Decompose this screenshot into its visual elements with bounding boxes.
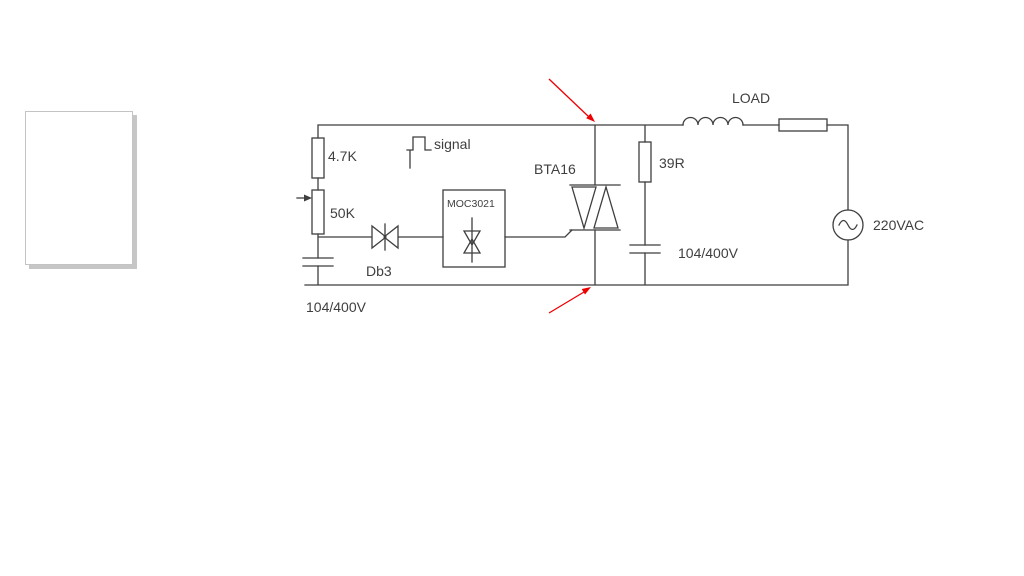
- label-potentiometer-50k: 50K: [330, 205, 356, 221]
- component-labels: 4.7K 50K signal MOC3021 Db3 BTA16 104/40…: [306, 90, 924, 315]
- label-ac-source-220vac: 220VAC: [873, 217, 924, 233]
- diac-db3-triangle-left: [382, 224, 399, 250]
- triac-triangle-down: [571, 186, 597, 231]
- moc3021-box: [442, 189, 506, 268]
- snubber-capacitor-plates: [629, 244, 661, 254]
- triac-triangle-up: [593, 184, 619, 229]
- label-snubber-capacitor: 104/400V: [678, 245, 739, 261]
- label-capacitor-left: 104/400V: [306, 299, 367, 315]
- red-arrow-bottom-line: [548, 291, 585, 314]
- label-moc3021: MOC3021: [447, 198, 495, 210]
- label-load: LOAD: [732, 90, 770, 106]
- capacitor-left-plates: [302, 257, 334, 267]
- diac-db3-triangle-right: [371, 224, 388, 250]
- resistor-4k7-body: [311, 137, 325, 179]
- circuit-wires: [296, 116, 864, 286]
- label-triac-bta16: BTA16: [534, 161, 576, 177]
- potentiometer-50k-body: [311, 189, 325, 235]
- inductor-load-coil: [682, 116, 744, 126]
- signal-pulse-icon: [406, 136, 432, 169]
- ac-source-circle: [832, 209, 864, 241]
- moc3021-inner-triangle-up: [462, 237, 482, 254]
- resistor-39r-body: [638, 141, 652, 183]
- red-arrow-bottom-head: [581, 287, 591, 295]
- moc3021-inner-triangle-down: [462, 230, 482, 247]
- label-diac-db3: Db3: [366, 263, 392, 279]
- triac-bars: [569, 184, 621, 231]
- blank-page-card: [25, 111, 133, 265]
- label-snubber-resistor-39r: 39R: [659, 155, 685, 171]
- resistor-load-body: [778, 118, 828, 132]
- annotation-arrows: [548, 78, 595, 314]
- red-arrow-top-line: [548, 78, 590, 118]
- label-signal: signal: [434, 136, 471, 152]
- potentiometer-wiper-arrow: [304, 194, 312, 202]
- label-resistor-4k7: 4.7K: [328, 148, 357, 164]
- wire-net: [304, 124, 849, 286]
- red-arrow-top-head: [586, 113, 595, 122]
- ac-source-sine: [838, 219, 858, 231]
